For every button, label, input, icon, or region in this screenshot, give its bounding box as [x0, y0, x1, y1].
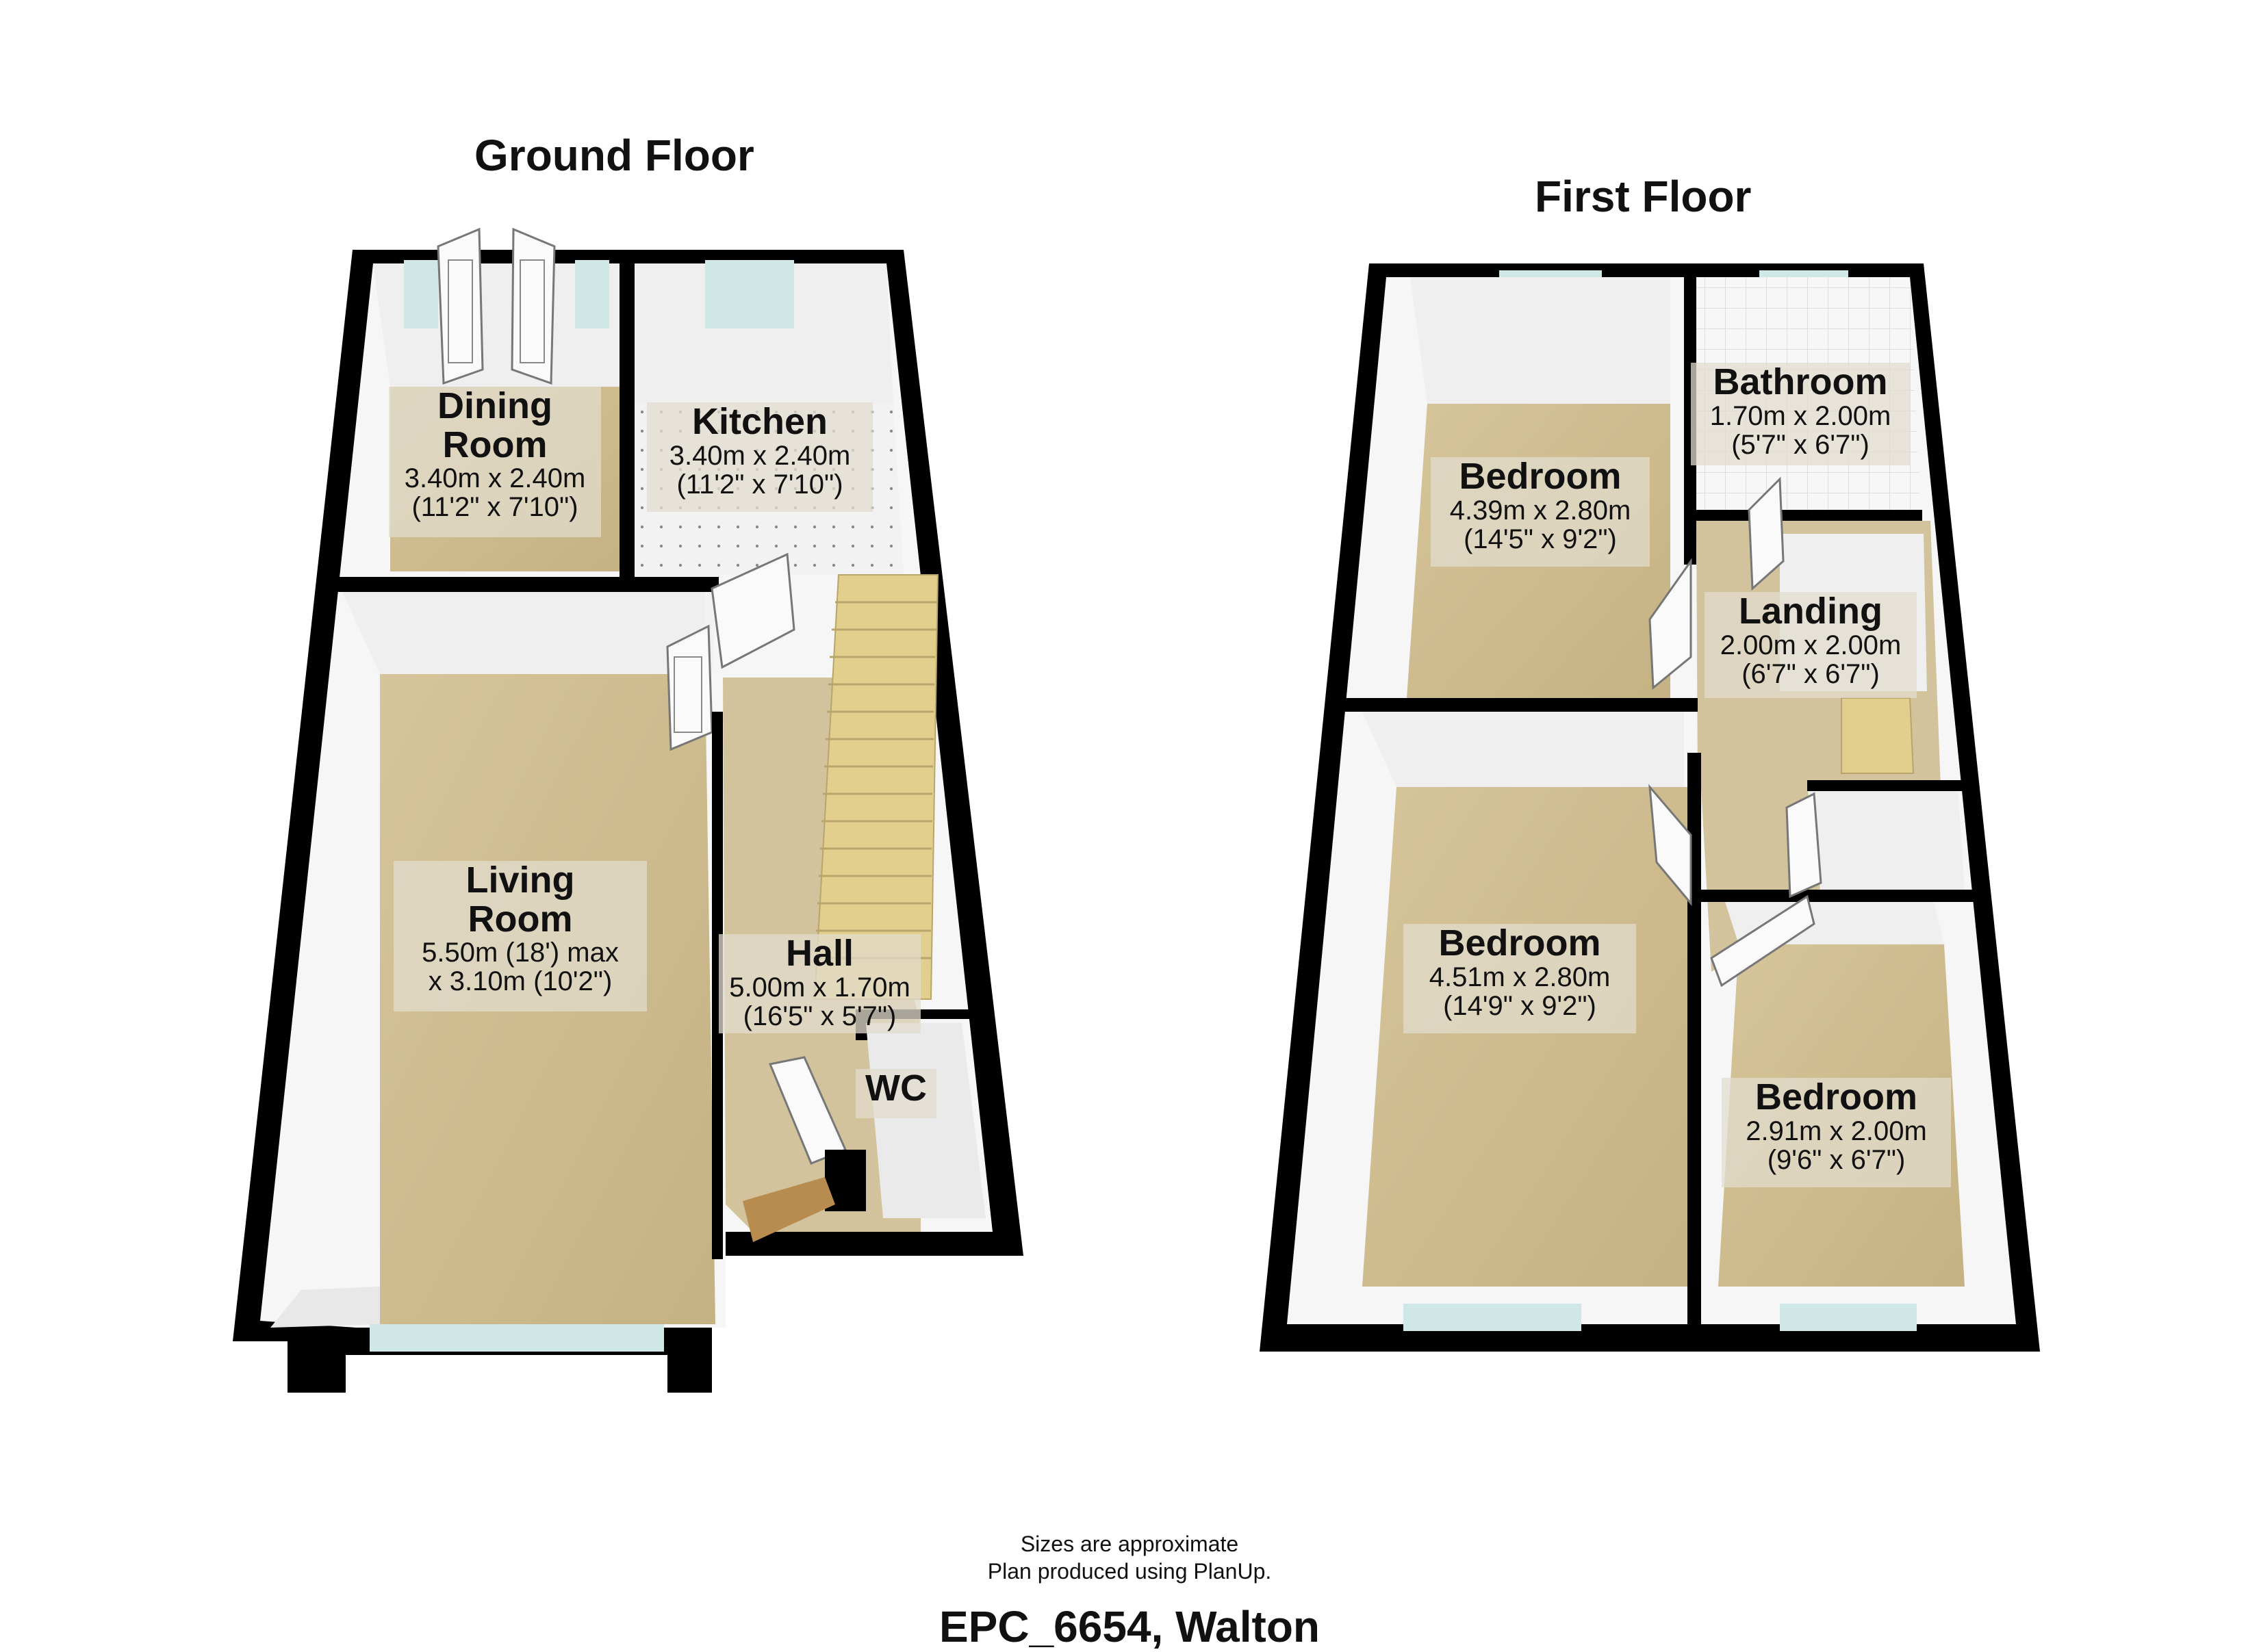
hall-dimensions-metric: 5.00m x 1.70m [729, 972, 910, 1003]
hall-dimensions-imperial: (16'5" x 5'7") [743, 1001, 897, 1031]
bedroom-2-label: Bedroom 4.51m x 2.80m (14'9" x 9'2") [1403, 924, 1636, 1033]
bedroom-2-door[interactable] [1648, 784, 1692, 907]
hall-name: Hall [785, 933, 854, 974]
landing-dimensions-metric: 2.00m x 2.00m [1720, 630, 1902, 660]
bathroom-label: Bathroom 1.70m x 2.00m (5'7" x 6'7") [1691, 363, 1910, 465]
french-door-left[interactable] [437, 227, 484, 385]
first-floor-plan [1260, 263, 2040, 1352]
kitchen-dimensions-metric: 3.40m x 2.40m [669, 440, 851, 471]
living-room-dimensions-imperial: x 3.10m (10'2") [428, 966, 613, 997]
dining-room-dimensions-metric: 3.40m x 2.40m [404, 463, 586, 494]
ground-floor-title: Ground Floor [474, 131, 754, 180]
bedroom-3-dimensions-imperial: (9'6" x 6'7") [1767, 1144, 1906, 1175]
bedroom-1-dimensions-metric: 4.39m x 2.80m [1449, 495, 1631, 526]
landing-label: Landing 2.00m x 2.00m (6'7" x 6'7") [1705, 592, 1917, 698]
first-floor-stairs [1841, 697, 1915, 774]
dining-room-name-line1: Dining [437, 385, 552, 426]
bedroom-2-dimensions-imperial: (14'9" x 9'2") [1443, 990, 1596, 1021]
living-room-dimensions-metric: 5.50m (18') max [422, 938, 619, 968]
footer-notes: Sizes are approximate Plan produced usin… [0, 1530, 2259, 1585]
bedroom-2 [1362, 712, 1687, 1331]
kitchen-door[interactable] [711, 552, 795, 669]
bathroom-door[interactable] [1748, 476, 1785, 591]
bedroom-3-dimensions-metric: 2.91m x 2.00m [1746, 1115, 1927, 1146]
kitchen-name: Kitchen [691, 401, 828, 442]
living-room-label: Living Room 5.50m (18') max x 3.10m (10'… [394, 861, 647, 1011]
bedroom-2-dimensions-metric: 4.51m x 2.80m [1429, 961, 1611, 992]
bedroom-1-name: Bedroom [1459, 456, 1622, 497]
dining-room-name-line2: Room [442, 424, 548, 465]
sizes-approximate-note: Sizes are approximate [1020, 1532, 1239, 1556]
bedroom-3-name: Bedroom [1754, 1076, 1917, 1118]
cupboard-door[interactable] [1785, 792, 1822, 899]
front-door-step [743, 1177, 835, 1242]
bathroom-dimensions-imperial: (5'7" x 6'7") [1731, 429, 1869, 460]
bedroom-2-name: Bedroom [1438, 922, 1601, 964]
wc-label: WC [856, 1069, 936, 1118]
ground-floor-plan [233, 227, 1023, 1393]
bedroom-1-label: Bedroom 4.39m x 2.80m (14'5" x 9'2") [1431, 457, 1650, 567]
kitchen-label: Kitchen 3.40m x 2.40m (11'2" x 7'10") [647, 402, 873, 512]
bathroom-name: Bathroom [1713, 361, 1888, 402]
kitchen-dimensions-imperial: (11'2" x 7'10") [676, 469, 843, 500]
living-room [270, 592, 715, 1352]
first-floor-title: First Floor [1535, 172, 1752, 221]
bedroom-1-dimensions-imperial: (14'5" x 9'2") [1464, 524, 1617, 554]
dining-room-label: Dining Room 3.40m x 2.40m (11'2" x 7'10"… [389, 387, 601, 537]
bedroom-3-label: Bedroom 2.91m x 2.00m (9'6" x 6'7") [1722, 1078, 1951, 1187]
property-title: EPC_6654, Walton [939, 1602, 1320, 1651]
wc-name: WC [865, 1068, 927, 1109]
plan-produced-note: Plan produced using PlanUp. [987, 1559, 1272, 1584]
bathroom-dimensions-metric: 1.70m x 2.00m [1709, 400, 1891, 431]
landing-name: Landing [1739, 591, 1882, 632]
landing-dimensions-imperial: (6'7" x 6'7") [1741, 658, 1880, 689]
bedroom-1-door[interactable] [1648, 558, 1692, 691]
ground-floor-stairs [813, 574, 939, 1000]
living-room-name-line2: Room [468, 898, 573, 940]
dining-room-dimensions-imperial: (11'2" x 7'10") [411, 492, 578, 523]
hall-label: Hall 5.00m x 1.70m (16'5" x 5'7") [719, 934, 921, 1033]
living-room-name-line1: Living [465, 860, 575, 901]
bedroom-3-door[interactable] [1710, 894, 1815, 988]
french-door-right[interactable] [511, 227, 556, 385]
